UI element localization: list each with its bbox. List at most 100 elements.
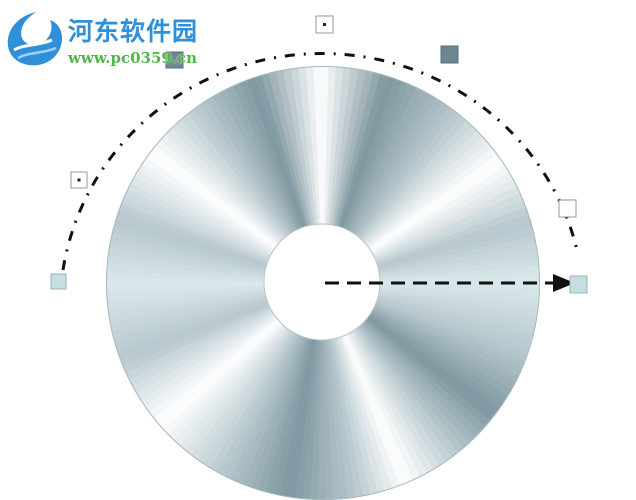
disc-gradient-wedge <box>254 66 323 283</box>
disc-gradient-wedge <box>323 139 524 283</box>
disc-gradient-wedge <box>137 283 323 446</box>
cd-disc[interactable] <box>83 43 563 500</box>
disc-gradient-wedge <box>142 114 323 283</box>
disc-gradient-wedge <box>323 97 486 283</box>
disc-gradient-wedge <box>106 283 323 352</box>
disc-gradient-wedge <box>323 206 540 283</box>
disc-gradient-wedge <box>106 283 323 344</box>
disc-gradient-wedge <box>323 175 540 283</box>
disc-gradient-wedge <box>106 283 323 383</box>
disc-gradient-wedge <box>106 283 323 376</box>
disc-gradient-wedge <box>323 283 431 500</box>
disc-gradient-wedge <box>323 230 540 283</box>
disc-gradient-wedge <box>323 126 514 283</box>
disc-gradient-wedge <box>106 283 323 391</box>
color-stop-handle[interactable] <box>315 15 334 34</box>
disc-gradient-wedge <box>323 114 504 283</box>
disc-gradient-wedge <box>106 283 323 311</box>
disc-gradient-wedge <box>230 66 323 283</box>
disc-gradient-wedge <box>106 283 323 336</box>
disc-gradient-wedge <box>215 66 323 283</box>
disc-gradient-wedge <box>127 283 324 433</box>
disc-gradient-wedge <box>113 283 323 413</box>
disc-gradient-wedge <box>323 133 519 283</box>
disc-gradient-wedge <box>323 283 416 500</box>
disc-gradient-wedge <box>166 283 323 474</box>
color-stop-handle-selected[interactable] <box>440 45 459 64</box>
disc-gradient-wedge <box>154 102 323 283</box>
color-stop-handle[interactable] <box>70 171 88 189</box>
disc-gradient-wedge <box>166 92 323 283</box>
disc-gradient-wedge <box>186 78 323 284</box>
disc-gradient-wedge <box>323 153 533 283</box>
disc-gradient-wedge <box>193 73 323 283</box>
disc-gradient-wedge <box>160 97 323 283</box>
disc-gradient-wedge <box>323 146 528 283</box>
disc-gradient-wedge <box>323 283 384 500</box>
cd-center-hole <box>263 223 381 341</box>
disc-gradient-wedge <box>323 160 537 283</box>
disc-gradient-wedge <box>106 283 323 398</box>
disc-gradient-wedge <box>132 283 323 440</box>
disc-gradient-wedge <box>323 283 351 500</box>
disc-gradient-wedge <box>323 183 540 283</box>
disc-gradient-wedge <box>106 283 323 360</box>
disc-gradient-wedge <box>323 102 492 283</box>
disc-gradient-wedge <box>323 238 540 283</box>
disc-gradient-wedge <box>323 92 480 283</box>
disc-gradient-wedge <box>323 283 480 474</box>
color-stop-handle[interactable] <box>569 275 588 294</box>
color-stop-handle[interactable] <box>558 199 577 218</box>
disc-gradient-wedge <box>278 66 323 283</box>
disc-gradient-wedge <box>323 283 359 500</box>
disc-gradient-wedge <box>323 283 392 500</box>
disc-gradient-wedge <box>323 283 453 493</box>
disc-gradient-wedge <box>323 283 514 440</box>
disc-gradient-wedge <box>122 283 323 427</box>
disc-gradient-wedge <box>109 283 323 406</box>
disc-gradient-wedge <box>323 283 408 500</box>
disc-gradient-wedge <box>323 108 498 284</box>
gradient-angle-arc[interactable] <box>61 52 579 271</box>
disc-gradient-wedge <box>148 283 323 458</box>
disc-gradient-wedge <box>208 66 323 283</box>
disc-gradient-wedge <box>106 283 323 368</box>
disc-gradient-wedge <box>137 120 323 283</box>
site-watermark: 河东软件园 www.pc0359.cn <box>4 6 234 68</box>
disc-gradient-wedge <box>287 66 323 283</box>
disc-gradient-wedge <box>323 168 540 283</box>
disc-gradient-wedge <box>160 283 323 469</box>
disc-gradient-wedge <box>323 283 467 484</box>
disc-gradient-wedge <box>323 283 498 458</box>
disc-gradient-wedge <box>106 283 323 328</box>
disc-gradient-wedge <box>106 283 323 319</box>
watermark-url: www.pc0359.cn <box>68 49 198 67</box>
disc-gradient-wedge <box>179 82 323 283</box>
disc-gradient-wedge <box>323 214 540 283</box>
watermark-site-name: 河东软件园 <box>68 17 199 46</box>
disc-gradient-wedge <box>323 283 504 452</box>
disc-gradient-wedge <box>323 255 540 283</box>
disc-gradient-wedge <box>323 190 540 283</box>
color-stop-handle[interactable] <box>50 273 67 290</box>
color-stop-handle-selected[interactable] <box>165 51 184 69</box>
disc-gradient-wedge <box>323 283 460 488</box>
disc-gradient-wedge <box>295 66 323 283</box>
disc-gradient-wedge <box>200 69 323 283</box>
gradient-arrow-head <box>553 274 575 292</box>
disc-gradient-wedge <box>223 66 323 283</box>
disc-gradient-wedge <box>323 198 540 283</box>
disc-gradient-wedge <box>323 283 473 479</box>
disc-gradient-wedge <box>323 222 540 283</box>
disc-gradient-wedge <box>238 66 323 283</box>
disc-gradient-wedge <box>323 283 400 500</box>
disc-gradient-wedge <box>132 126 323 283</box>
disc-gradient-wedge <box>142 283 323 452</box>
disc-gradient-wedge <box>323 283 376 500</box>
disc-gradient-wedge <box>323 283 423 500</box>
disc-gradient-wedge <box>148 108 323 284</box>
disc-gradient-wedge <box>323 247 540 283</box>
disc-gradient-wedge <box>323 283 486 469</box>
disc-gradient-wedge <box>323 283 368 500</box>
